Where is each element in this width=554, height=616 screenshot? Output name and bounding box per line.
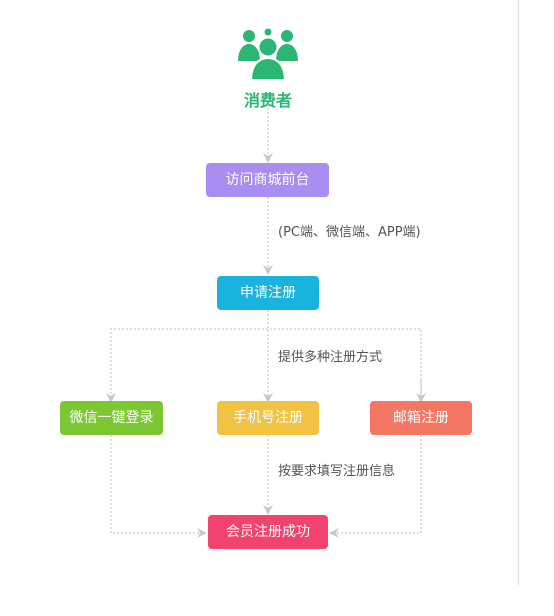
fill-info-note: 按要求填写注册信息 <box>278 464 396 479</box>
register-success-box: 会员注册成功 <box>208 515 328 549</box>
users-group-icon <box>238 28 298 81</box>
connector-wechat-success <box>110 435 207 538</box>
methods-note: 提供多种注册方式 <box>278 350 383 365</box>
phone-register-box: 手机号注册 <box>217 401 319 435</box>
email-register-box: 邮箱注册 <box>370 401 472 435</box>
channels-note: (PC端、微信端、APP端) <box>278 225 421 240</box>
visit-mall-box: 访问商城前台 <box>206 163 329 197</box>
wechat-login-box: 微信一键登录 <box>60 401 163 435</box>
right-divider <box>518 0 519 585</box>
connector-apply-branches <box>110 328 422 398</box>
connector-email-success <box>329 435 422 538</box>
apply-register-box: 申请注册 <box>217 276 319 310</box>
consumer-label: 消费者 <box>243 91 292 110</box>
